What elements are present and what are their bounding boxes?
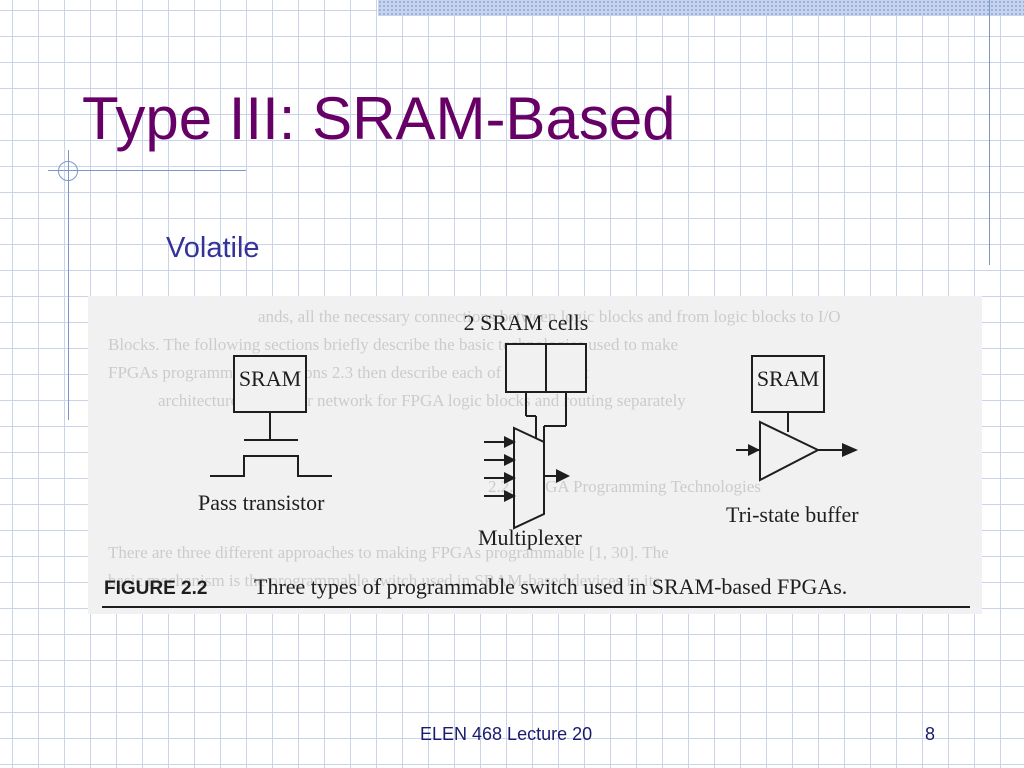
slide-footer: ELEN 468 Lecture 20 [420,724,593,744]
mux-output-arrow [556,469,570,483]
figure-caption-prefix: FIGURE 2.2 [104,578,207,599]
mux-input-arrow [504,454,516,466]
bg-text-line: There are three different approaches to … [108,543,669,562]
bg-text-line: FPGAs programmable. Sections 2.3 then de… [108,363,589,382]
mux-input-arrow [504,436,516,448]
pass-transistor-label: Pass transistor [198,490,325,515]
sram-cell-right [751,355,825,413]
top-decor-band [378,0,1024,16]
pass-transistor-symbol [210,355,332,477]
right-vertical-rule [989,0,990,265]
tristate-buffer-label: Tri-state buffer [726,502,859,527]
figure-diagram: ands, all the necessary connections betw… [102,307,970,608]
page-number: 8 [925,724,936,744]
figure-caption-text: Three types of programmable switch used … [254,574,847,599]
mux-input-arrow [504,490,516,502]
multiplexer-symbol [484,343,587,530]
figure-scan-image: ands, all the necessary connections betw… [88,296,982,614]
rule-circle-ornament [58,161,78,181]
slide-bullet-volatile: Volatile [166,232,260,264]
sram-cell-mux-b [545,343,587,393]
bg-text-line: basic mechanism is the programmable swit… [108,571,660,590]
two-sram-cells-label: 2 SRAM cells [464,310,589,335]
title-underline-rule [48,170,246,171]
bg-text-line: Blocks. The following sections briefly d… [108,335,678,354]
multiplexer-label: Multiplexer [478,525,583,550]
slide-title: Type III: SRAM-Based [82,85,676,152]
mux-input-arrow [504,472,516,484]
tristate-buffer-symbol [736,355,844,482]
tristate-output-arrow [842,443,858,457]
background-scan-text: ands, all the necessary connections betw… [108,307,841,590]
sram-label-right: SRAM [757,366,819,391]
left-vertical-rule [68,150,69,420]
sram-label-left: SRAM [239,366,301,391]
mux-arrows [504,436,570,502]
bg-text-line: ands, all the necessary connections betw… [258,307,841,326]
tristate-arrows [748,443,858,457]
tristate-input-arrow [748,444,760,456]
sram-cell-mux-a [505,343,547,393]
